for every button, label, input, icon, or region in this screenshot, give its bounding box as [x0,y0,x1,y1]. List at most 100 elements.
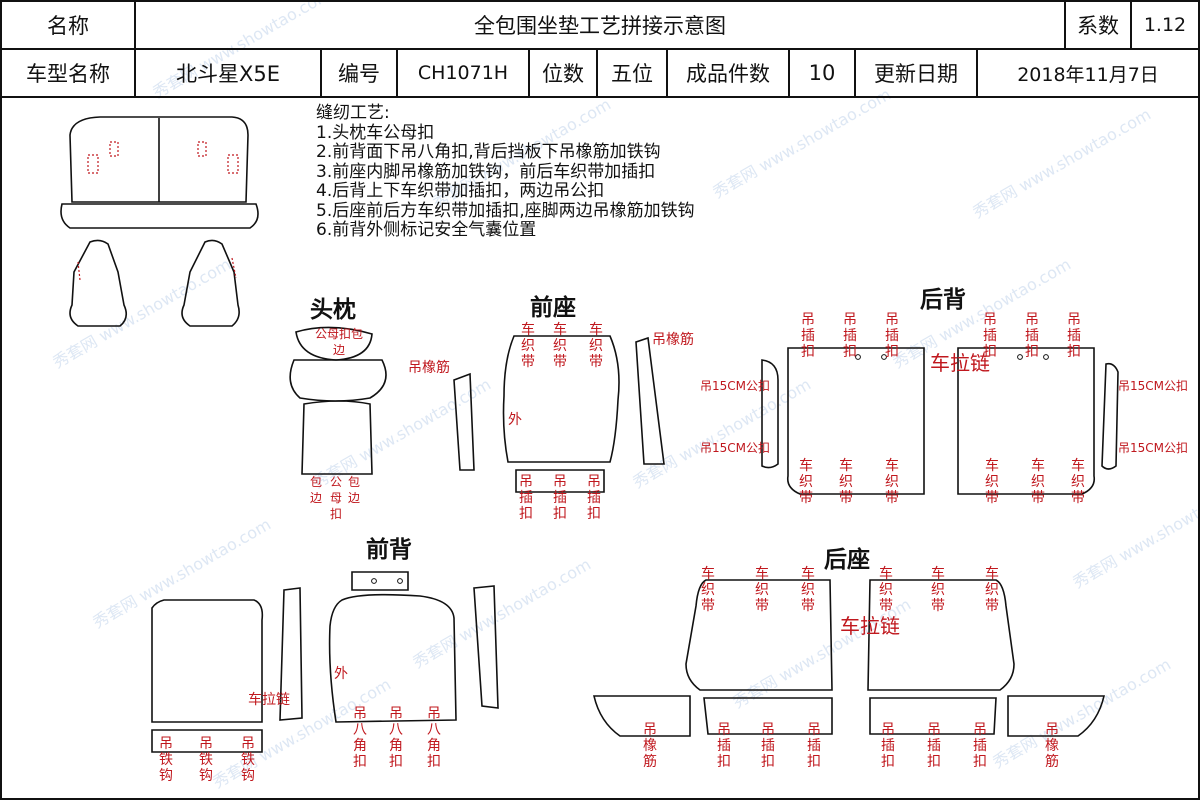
label-rear-back-webbing-4: 车织带 [985,458,999,506]
process-step-1: 1.头枕车公母扣 [316,122,435,143]
headrest-top-piece [295,326,373,361]
coef-label: 系数 [1077,14,1119,38]
row2-sep-5 [596,48,598,96]
label-rear-back-webbing-5: 车织带 [1031,458,1045,506]
thumb-rear-backrest [69,116,249,203]
process-step-6: 6.前背外侧标记安全气囊位置 [316,220,537,240]
rear-back-hole-c [1017,354,1023,360]
row2-sep-3 [396,48,398,96]
label-rear-seat-clip-1: 吊插扣 [717,722,731,770]
row2-sep-4 [528,48,530,96]
label-front-seat-elastic-right: 吊橡筋 [652,332,694,348]
date-label: 更新日期 [874,62,958,86]
front-back-main [151,599,264,723]
label-headrest-bottom-c: 包边 [347,475,360,505]
rear-seat-strip-right-end [1007,695,1106,737]
front-back-hole-b [397,578,403,584]
label-front-seat-webbing-1: 车织带 [521,322,535,370]
process-title: 缝纫工艺: [316,103,390,123]
label-front-seat-outer: 外 [508,412,522,428]
row2-sep-9 [976,48,978,96]
front-back-top-tab [351,571,409,591]
label-rear-seat-webbing-4: 车织带 [879,566,893,614]
front-seat-right-strip [635,336,665,465]
label-rear-seat-zipper: 车拉链 [840,614,900,638]
front-back-right-side [473,585,499,709]
section-rear-seat: 后座 [824,547,870,573]
rear-back-right-wing [1101,362,1119,470]
border-top [0,0,1200,2]
date-value: 2018年11月7日 [1017,63,1159,86]
name-label: 名称 [47,14,89,38]
rear-back-right-panel [957,347,1096,495]
process-step-4: 4.后背上下车织带加插扣，两边吊公扣 [316,181,605,201]
label-rear-back-clip-5: 吊插扣 [1025,312,1039,360]
border-left [0,0,2,800]
label-rear-seat-webbing-2: 车织带 [755,566,769,614]
label-rear-seat-clip-6: 吊插扣 [973,722,987,770]
row1-sep-c [1130,0,1132,48]
label-rear-back-clip-3: 吊插扣 [885,312,899,360]
label-headrest-bottom-b: 公母扣 [329,475,342,521]
label-rear-seat-webbing-5: 车织带 [931,566,945,614]
thumb-rear-cushion [60,203,259,229]
label-front-seat-clip-2: 吊插扣 [553,474,567,522]
label-headrest-bottom-a: 包边 [309,475,322,505]
label-front-seat-webbing-2: 车织带 [553,322,567,370]
label-rear-seat-webbing-6: 车织带 [985,566,999,614]
code-label: 编号 [338,62,380,86]
border-right [1198,0,1200,800]
label-front-back-octagon-1: 吊八角扣 [353,706,367,770]
rear-back-hole-a [855,354,861,360]
thumb-mark-a [87,154,99,174]
label-headrest-top: 公母扣包边 [314,327,363,357]
thumb-mark-d [227,154,239,174]
label-front-back-hook-2: 吊铁钩 [199,736,213,784]
process-step-3: 3.前座内脚吊橡筋加铁钩，前后车织带加插扣 [316,161,656,182]
label-rear-back-clip-1: 吊插扣 [801,312,815,360]
label-rear-seat-clip-4: 吊插扣 [881,722,895,770]
front-back-hole-a [371,578,377,584]
front-seat-main [502,335,620,463]
seats-value: 五位 [611,62,653,86]
border-bottom [0,798,1200,800]
sewing-process: 缝纫工艺: 1.头枕车公母扣 2.前背面下吊八角扣,背后挡板下吊橡筋加铁钩 3.… [316,103,695,241]
rear-seat-strip-left [703,697,833,735]
label-rear-seat-clip-5: 吊插扣 [927,722,941,770]
front-seat-left-strip [453,372,475,471]
label-front-back-hook-3: 吊铁钩 [241,736,255,784]
thumb-mark-f [231,257,237,279]
label-front-seat-clip-1: 吊插扣 [519,474,533,522]
rear-seat-strip-left-end [592,695,691,737]
label-front-seat-clip-3: 吊插扣 [587,474,601,522]
code-value: CH1071H [417,62,509,84]
rear-seat-right-panel [867,579,1015,691]
process-step-2: 2.前背面下吊八角扣,背后挡板下吊橡筋加铁钩 [316,142,661,162]
rear-back-left-wing [761,359,779,469]
label-rear-seat-elastic-1: 吊橡筋 [643,722,657,770]
label-rear-back-hang-1: 吊15CM公扣 [700,379,771,393]
pieces-value: 10 [808,61,836,85]
label-front-seat-elastic-left: 吊橡筋 [408,360,450,376]
label-rear-back-hang-4: 吊15CM公扣 [1118,441,1189,455]
label-rear-seat-clip-3: 吊插扣 [807,722,821,770]
label-front-back-zipper: 车拉链 [248,692,290,708]
process-step-5: 5.后座前后方车织带加插扣,座脚两边吊橡筋加铁钩 [316,200,695,221]
row1-sep-a [134,0,136,48]
label-rear-back-zipper: 车拉链 [930,351,990,375]
label-front-back-octagon-2: 吊八角扣 [389,706,403,770]
label-rear-seat-elastic-2: 吊橡筋 [1045,722,1059,770]
label-rear-back-clip-6: 吊插扣 [1067,312,1081,360]
label-front-seat-webbing-3: 车织带 [589,322,603,370]
label-rear-back-webbing-6: 车织带 [1071,458,1085,506]
rear-seat-strip-right [869,697,997,735]
row2-sep-8 [854,48,856,96]
headrest-bottom-piece [301,400,373,475]
rear-back-hole-d [1043,354,1049,360]
rear-back-left-panel [786,347,925,495]
label-rear-back-hang-2: 吊15CM公扣 [700,441,771,455]
row2-sep-6 [666,48,668,96]
label-rear-back-webbing-3: 车织带 [885,458,899,506]
section-front-back: 前背 [366,537,412,563]
